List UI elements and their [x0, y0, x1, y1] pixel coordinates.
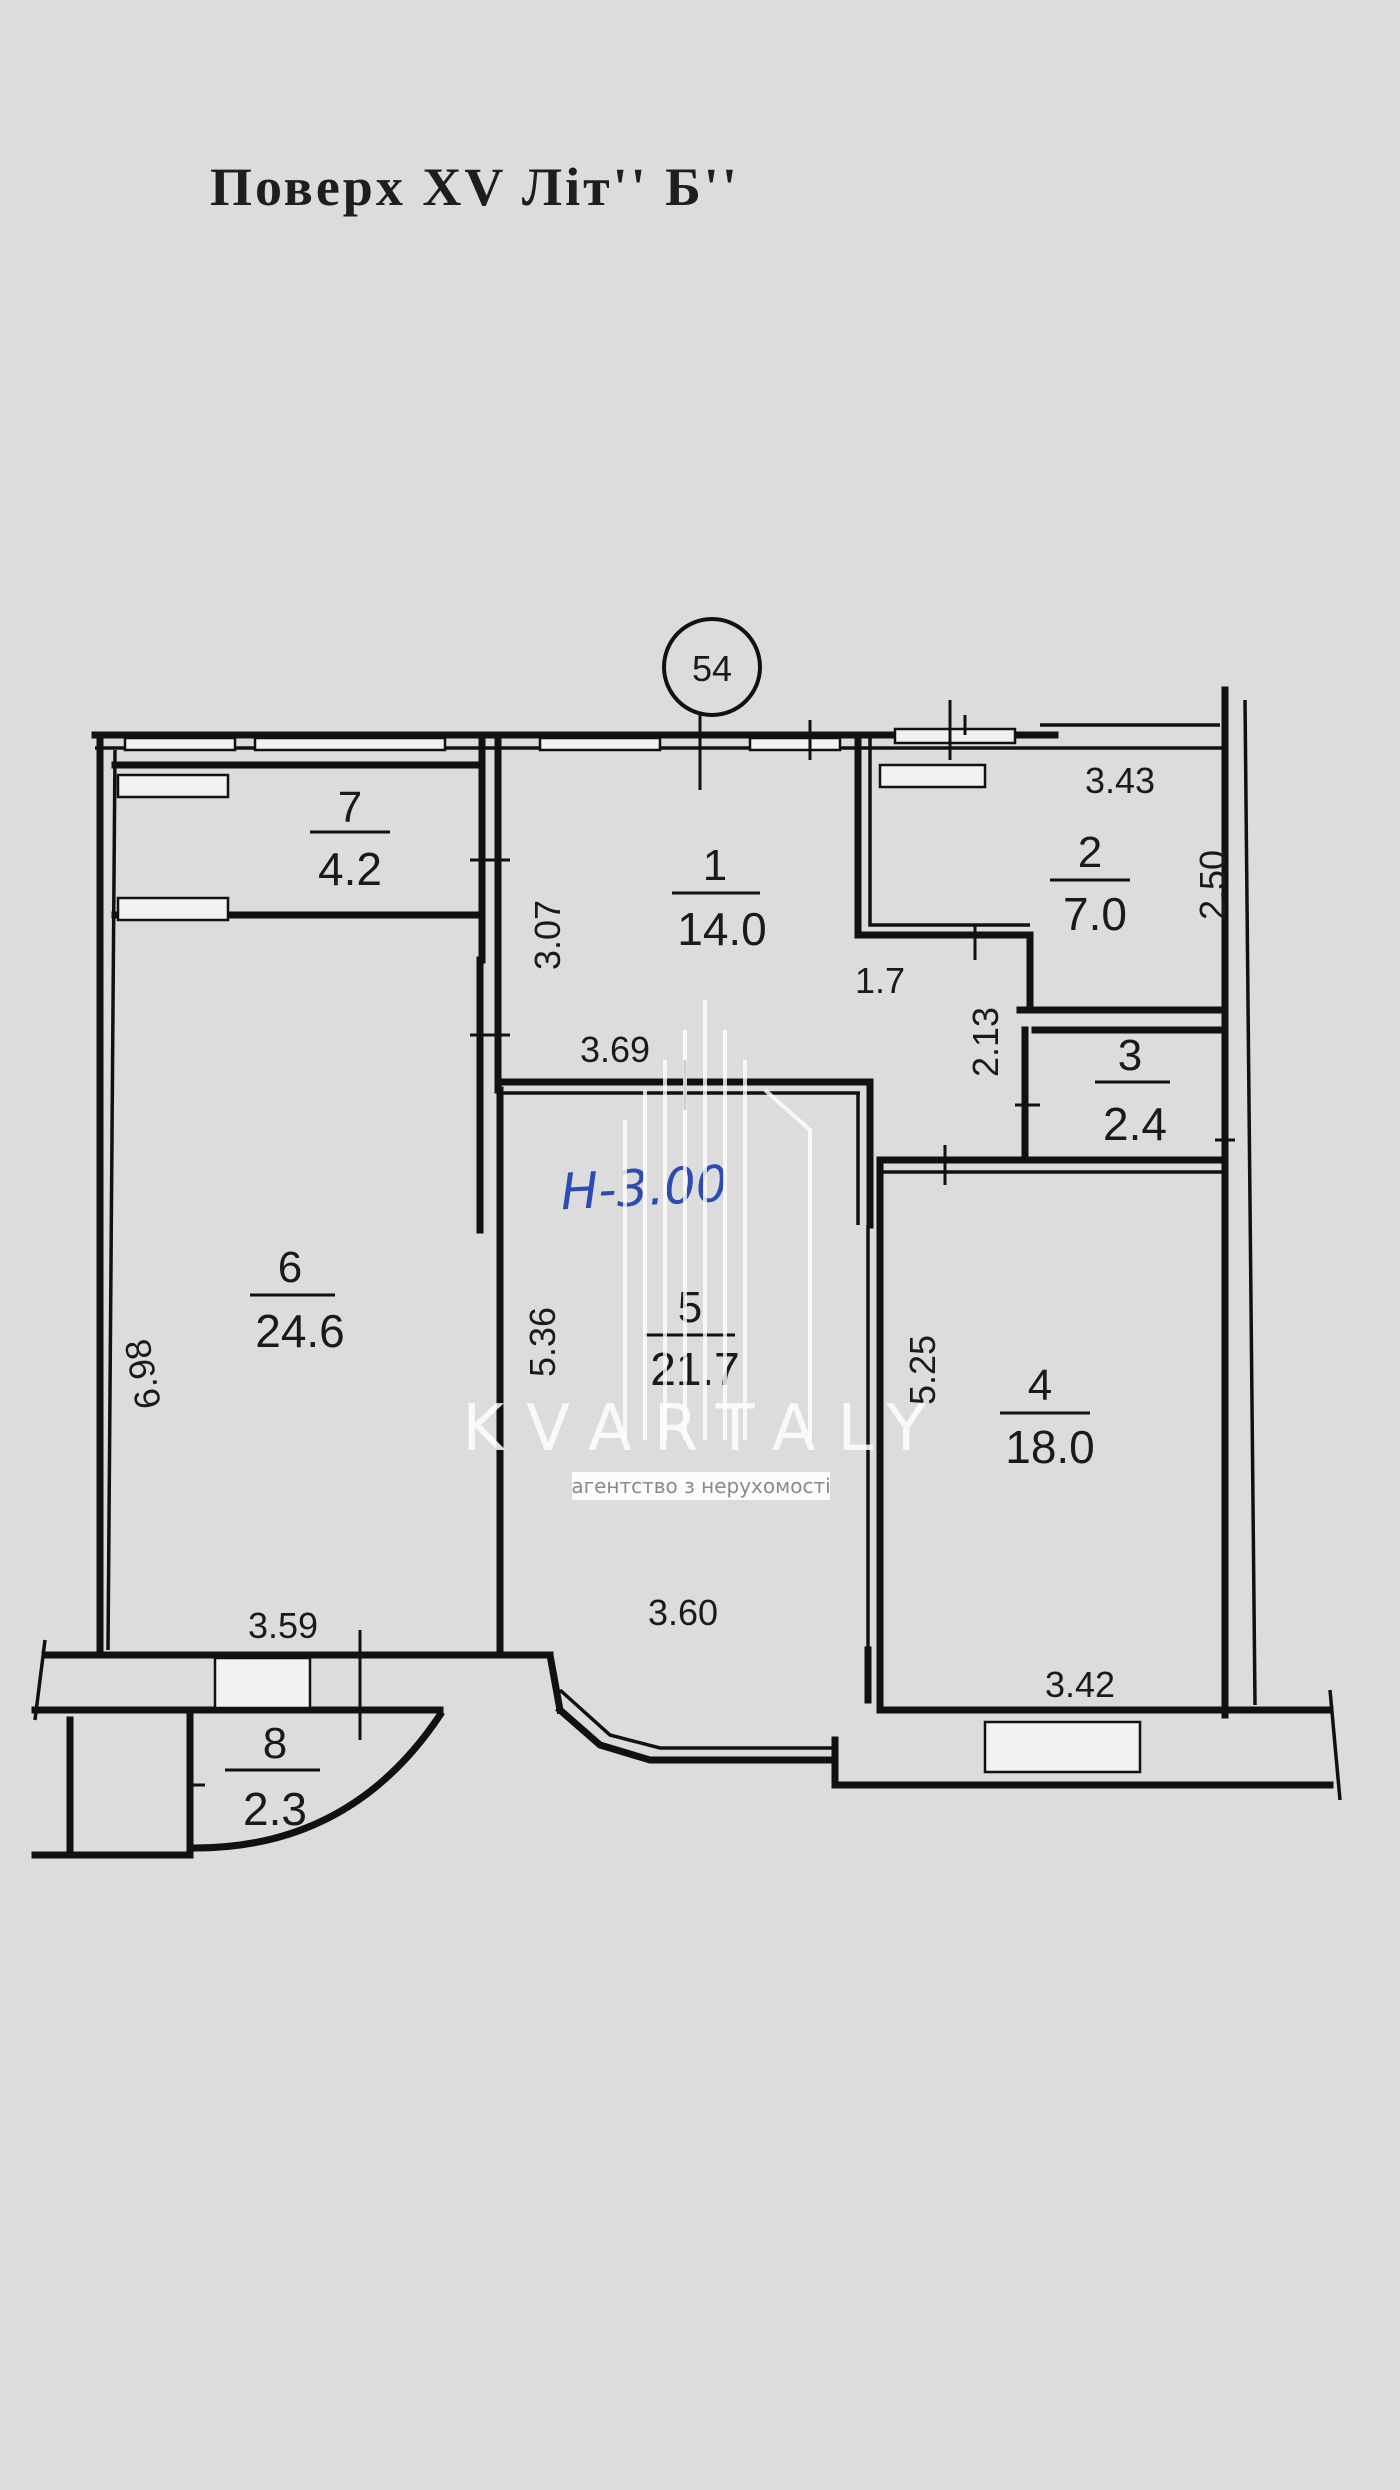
dim-1-7: 1.7: [855, 960, 905, 1001]
room-area: 14.0: [677, 903, 767, 955]
room-number: 6: [278, 1243, 302, 1292]
window-side-7a: [116, 773, 230, 799]
room-2: 2 7.0: [1050, 828, 1130, 940]
room-area: 4.2: [318, 843, 382, 895]
window-top-7: [123, 736, 237, 752]
window-side-7b: [116, 896, 230, 922]
room-1: 1 14.0: [672, 841, 767, 955]
dim-3-42: 3.42: [1045, 1664, 1115, 1705]
room-number: 4: [1028, 1361, 1052, 1410]
room-3: 3 2.4: [1095, 1031, 1170, 1150]
room-8: 8 2.3: [225, 1719, 320, 1835]
room-7: 7 4.2: [310, 783, 390, 895]
dimensions: 3.43 2.50 3.07 1.7 3.69 2.13 6.98 5.36 5…: [116, 760, 1233, 1705]
room-area: 2.3: [243, 1783, 307, 1835]
window-top-2: [893, 727, 1017, 745]
window-bottom-4: [983, 1720, 1142, 1774]
room-area: 7.0: [1063, 888, 1127, 940]
axis-marker-label: 54: [692, 648, 732, 689]
watermark-subtitle-bg: [572, 1472, 830, 1500]
room-area: 2.4: [1103, 1098, 1167, 1150]
dim-3-69: 3.69: [580, 1029, 650, 1070]
room-number: 7: [338, 783, 362, 832]
dim-2-13: 2.13: [965, 1007, 1006, 1077]
window-bottom-6: [213, 1656, 312, 1710]
window-side-2: [878, 763, 987, 789]
windows: [116, 727, 1142, 1774]
room-number: 8: [263, 1719, 287, 1768]
dim-3-07: 3.07: [527, 900, 568, 970]
dim-3-59: 3.59: [248, 1605, 318, 1646]
dim-3-43: 3.43: [1085, 760, 1155, 801]
room-4: 4 18.0: [1000, 1361, 1095, 1473]
window-top-1: [538, 736, 662, 752]
floor-title: Поверх XV Літ'' Б'': [210, 157, 740, 217]
dim-2-50: 2.50: [1192, 850, 1233, 920]
room-number: 2: [1078, 828, 1102, 877]
window-top-1b: [748, 736, 842, 752]
watermark-subtitle: агентство з нерухомості: [571, 1474, 830, 1498]
room-6: 6 24.6: [250, 1243, 345, 1357]
watermark-brand: KVARTALY: [462, 1392, 947, 1466]
room-area: 18.0: [1005, 1421, 1095, 1473]
room-number: 1: [703, 841, 727, 890]
window-top-7b: [253, 736, 447, 752]
dim-3-60: 3.60: [648, 1592, 718, 1633]
dim-5-36: 5.36: [522, 1307, 563, 1377]
watermark-logo-lines: [623, 1000, 812, 1440]
room-area: 24.6: [255, 1305, 345, 1357]
dim-5-25: 5.25: [902, 1335, 943, 1405]
room-number: 5: [678, 1283, 702, 1332]
watermark: KVARTALY агентство з нерухомості: [462, 1000, 947, 1500]
room-number: 3: [1118, 1031, 1142, 1080]
axis-marker: 54: [662, 617, 762, 790]
